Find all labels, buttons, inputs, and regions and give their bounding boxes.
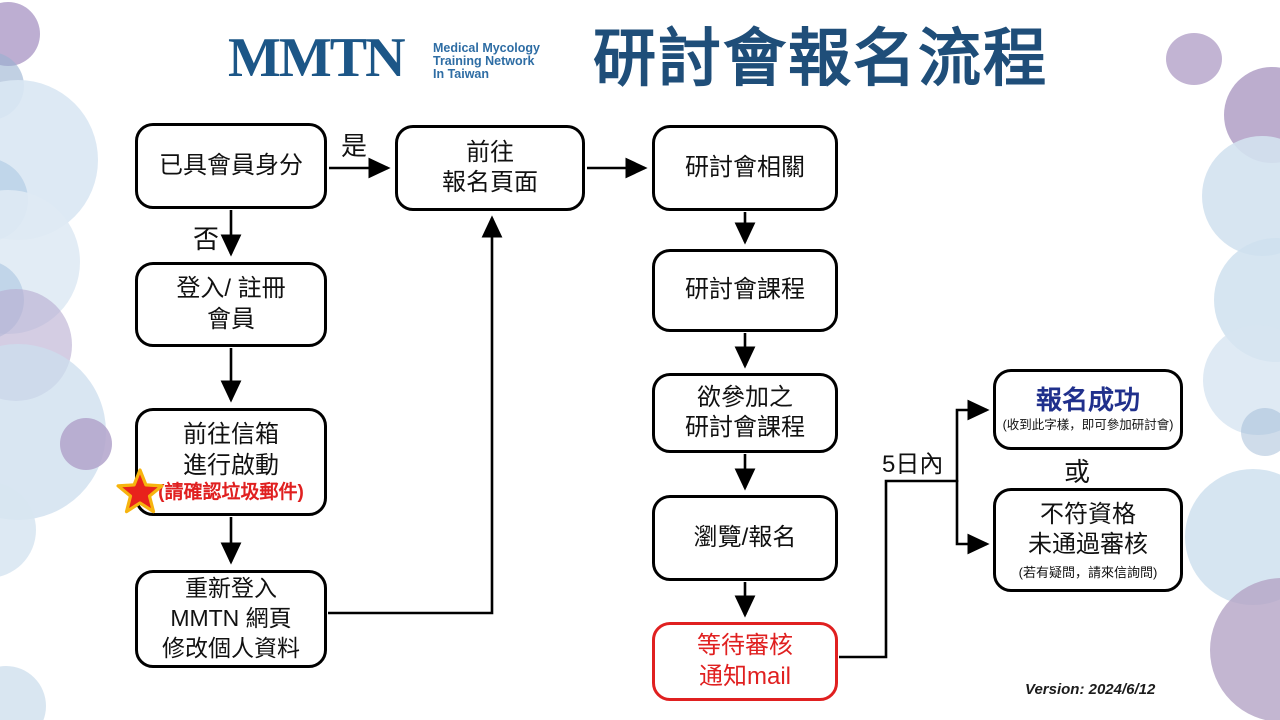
box-text: 研討會相關: [685, 153, 805, 181]
arrow-branch-to-success: [955, 399, 990, 482]
box-desired-courses: 欲參加之 研討會課程: [652, 373, 838, 453]
success-title: 報名成功: [1035, 384, 1140, 415]
line-wait-to-branch: [839, 479, 957, 659]
rejected-note: (若有疑問，請來信詢問): [1018, 564, 1158, 580]
box-wait-review: 等待審核 通知mail: [652, 622, 838, 701]
box-text: 重新登入 MMTN 網頁 修改個人資料: [162, 575, 300, 661]
label-yes: 是: [341, 131, 368, 161]
box-not-qualified: 不符資格 未通過審核 (若有疑問，請來信詢問): [993, 488, 1183, 592]
page-title: 研討會報名流程: [593, 24, 1048, 94]
star-icon: [116, 468, 164, 514]
box-login-register: 登入/ 註冊 會員: [135, 262, 327, 347]
arrow-relogin-to-registration: [328, 215, 503, 615]
box-browse-register: 瀏覽/報名: [652, 495, 838, 581]
logo-subtitle-line: Medical Mycology: [433, 41, 540, 55]
logo-subtitle-line: Training Network: [433, 54, 535, 68]
mmtn-logo: MMTN: [228, 27, 406, 89]
version-note: Version: 2024/6/12: [1025, 681, 1156, 698]
box-seminar-courses: 研討會課程: [652, 249, 838, 332]
box-text: 等待審核 通知mail: [697, 632, 793, 690]
box-member-check: 已具會員身分: [135, 123, 327, 209]
box-relogin: 重新登入 MMTN 網頁 修改個人資料: [135, 570, 327, 668]
box-registration-success: 報名成功 (收到此字樣，即可參加研討會): [993, 369, 1183, 450]
box-goto-registration: 前往 報名頁面: [395, 125, 585, 211]
box-text: 瀏覽/報名: [693, 523, 797, 551]
box-seminar-related: 研討會相關: [652, 125, 838, 211]
box-text: 已具會員身分: [159, 151, 303, 179]
box-text: 欲參加之 研討會課程: [685, 383, 805, 441]
box-text: 登入/ 註冊 會員: [176, 275, 286, 333]
box-text: 不符資格 未通過審核: [1028, 500, 1148, 559]
label-or: 或: [1064, 457, 1091, 487]
label-within-5-days: 5日內: [882, 451, 944, 478]
box-text: 前往信箱 進行啟動: [183, 421, 279, 479]
mmtn-logo-subtitle: Medical Mycology Training Network In Tai…: [433, 42, 540, 81]
logo-subtitle-line: In Taiwan: [433, 67, 490, 81]
box-text: 前往 報名頁面: [442, 138, 538, 196]
success-note: (收到此字樣，即可參加研討會): [1002, 418, 1174, 433]
box-text: 研討會課程: [685, 276, 805, 304]
label-no: 否: [193, 224, 220, 254]
box-mailbox-activate: 前往信箱 進行啟動 (請確認垃圾郵件): [135, 408, 327, 516]
spam-check-note: (請確認垃圾郵件): [158, 482, 304, 504]
arrow-branch-to-rejected: [955, 480, 990, 555]
